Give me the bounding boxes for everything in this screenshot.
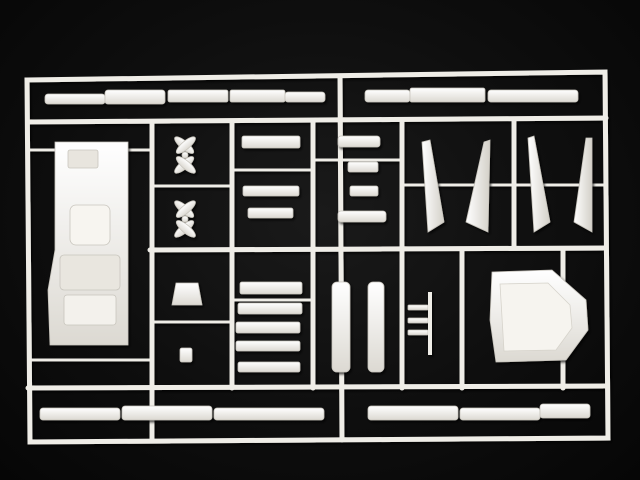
propeller-part	[174, 136, 196, 174]
propeller-part	[174, 200, 196, 238]
sprue-parts	[39, 87, 593, 421]
sprue-frame	[24, 69, 611, 445]
